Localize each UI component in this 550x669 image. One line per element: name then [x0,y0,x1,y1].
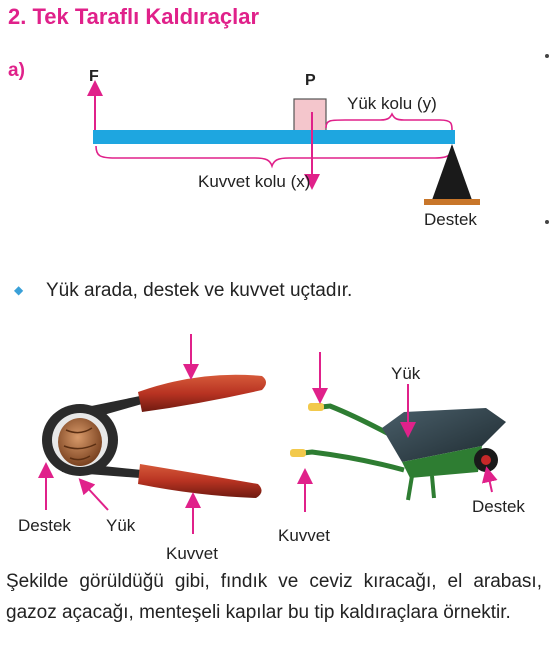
load-box [293,98,327,132]
part-label: a) [8,60,25,81]
load-arm-label: Yük kolu (y) [347,94,437,113]
lever-diagram [87,80,480,205]
nutcracker-support-label: Destek [18,516,71,535]
force-arm-brace [95,145,453,169]
support-base [424,199,480,205]
support-triangle [432,144,472,200]
force-arm-label: Kuvvet kolu (x) [198,172,311,191]
nutcracker-load-label: Yük [106,516,136,535]
wheelbarrow-force-label: Kuvvet [278,526,330,545]
force-label: F [89,68,99,85]
wheelbarrow-illustration [290,403,506,501]
margin-dot [545,220,549,224]
lever-bar [93,130,455,144]
bullet-text: Yük arada, destek ve kuvvet uçtadır. [46,280,353,301]
nutcracker-force-label: Kuvvet [166,544,218,563]
margin-dot [545,54,549,58]
section-title: 2. Tek Taraflı Kaldıraçlar [8,4,260,29]
wheelbarrow-load-label: Yük [391,364,421,383]
examples-paragraph: Şekilde görüldüğü gibi, fındık ve ceviz … [6,571,542,623]
load-arm-brace [325,112,453,131]
diamond-bullet-icon: ◆ [14,283,24,297]
wheelbarrow-support-label: Destek [472,497,525,516]
nutcracker-illustration [42,374,266,498]
support-label: Destek [424,210,477,229]
load-label: P [305,72,316,89]
